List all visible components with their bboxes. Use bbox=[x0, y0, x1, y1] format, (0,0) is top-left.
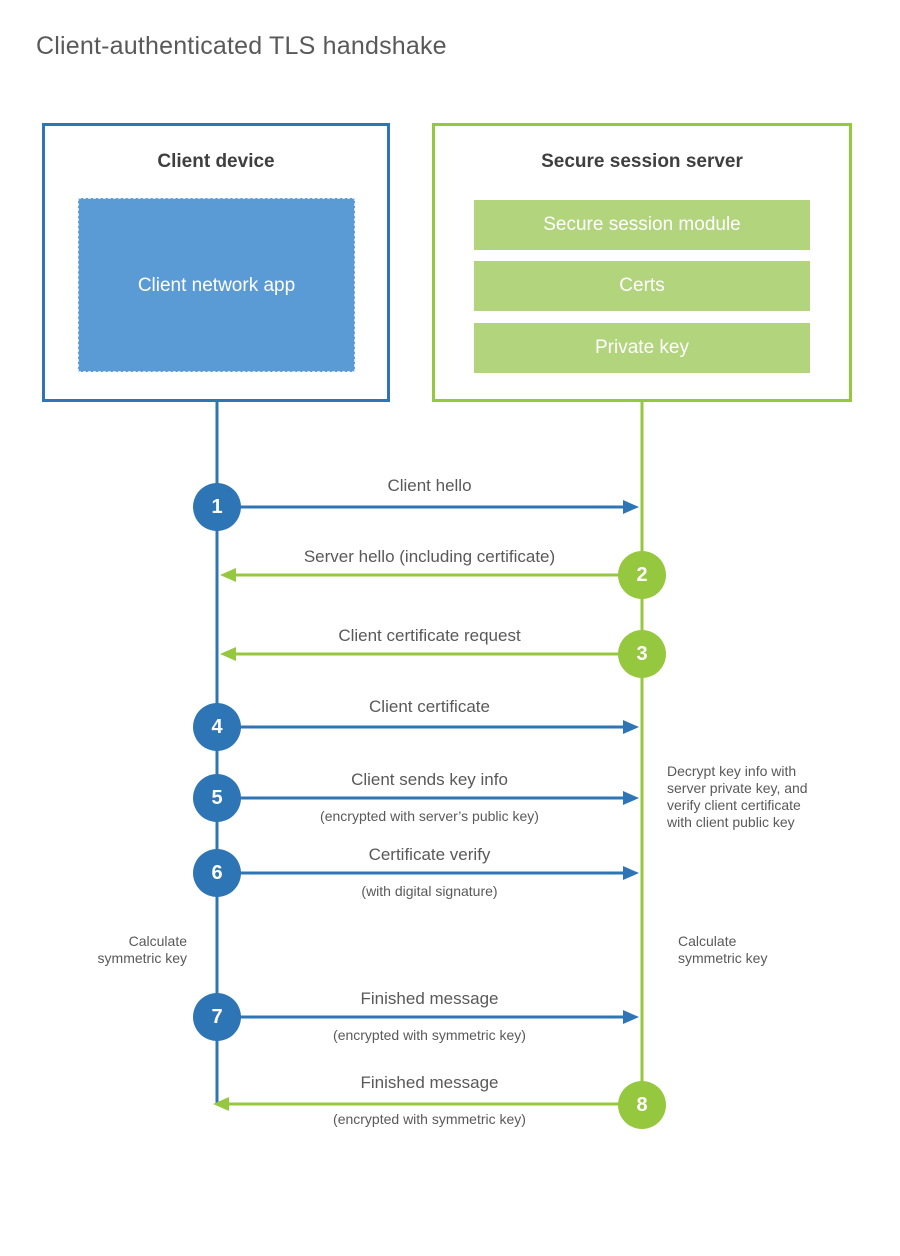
arrow-step-1 bbox=[217, 500, 639, 514]
step-2-number: 2 bbox=[636, 563, 648, 586]
arrow-step-6 bbox=[217, 866, 639, 880]
arrow-step-2 bbox=[220, 568, 642, 582]
step-8-number: 8 bbox=[636, 1093, 648, 1116]
step-6-number: 6 bbox=[211, 861, 223, 884]
step-3-label: Client certificate request bbox=[338, 626, 521, 645]
server-module-bar: Private key bbox=[474, 323, 810, 373]
server-calculate-key-note: Calculate symmetric key bbox=[678, 933, 768, 966]
step-8-sublabel: (encrypted with symmetric key) bbox=[333, 1111, 526, 1127]
step-5-label: Client sends key info bbox=[351, 770, 508, 789]
step-6-label: Certificate verify bbox=[368, 845, 491, 864]
step-1-number: 1 bbox=[211, 495, 223, 518]
step-1-label: Client hello bbox=[387, 476, 472, 495]
step-4-marker: 4 bbox=[193, 703, 241, 751]
step-8-marker: 8 bbox=[618, 1081, 666, 1129]
client-device-title: Client device bbox=[157, 151, 275, 172]
server-decrypt-note: Decrypt key info with server private key… bbox=[667, 763, 808, 830]
page-title: Client-authenticated TLS handshake bbox=[36, 32, 447, 60]
step-8-label: Finished message bbox=[360, 1073, 499, 1092]
server-module-bar: Certs bbox=[474, 261, 810, 311]
client-device-box: Client device Client network app bbox=[42, 123, 390, 402]
step-3-marker: 3 bbox=[618, 630, 666, 678]
arrow-step-8 bbox=[213, 1097, 642, 1111]
secure-session-server-box: Secure session server Secure session mod… bbox=[432, 123, 852, 402]
step-2-marker: 2 bbox=[618, 551, 666, 599]
secure-session-server-title: Secure session server bbox=[541, 151, 743, 172]
step-2-label: Server hello (including certificate) bbox=[303, 547, 556, 566]
step-6-sublabel: (with digital signature) bbox=[361, 883, 498, 899]
step-7-marker: 7 bbox=[193, 993, 241, 1041]
step-5-number: 5 bbox=[211, 786, 223, 809]
arrow-step-7 bbox=[217, 1010, 639, 1024]
client-calculate-key-note: Calculate symmetric key bbox=[97, 933, 187, 966]
step-6-marker: 6 bbox=[193, 849, 241, 897]
step-4-number: 4 bbox=[211, 715, 223, 738]
step-5-sublabel: (encrypted with server’s public key) bbox=[320, 808, 539, 824]
arrow-step-4 bbox=[217, 720, 639, 734]
step-3-number: 3 bbox=[636, 642, 648, 665]
client-network-app-label: Client network app bbox=[137, 274, 296, 296]
step-7-sublabel: (encrypted with symmetric key) bbox=[333, 1027, 526, 1043]
client-network-app-box: Client network app bbox=[78, 198, 355, 372]
step-4-label: Client certificate bbox=[369, 697, 490, 716]
step-7-label: Finished message bbox=[360, 989, 499, 1008]
step-7-number: 7 bbox=[211, 1005, 223, 1028]
server-module-bar: Secure session module bbox=[474, 200, 810, 250]
step-5-marker: 5 bbox=[193, 774, 241, 822]
arrow-step-5 bbox=[217, 791, 639, 805]
arrow-step-3 bbox=[220, 647, 642, 661]
step-1-marker: 1 bbox=[193, 483, 241, 531]
